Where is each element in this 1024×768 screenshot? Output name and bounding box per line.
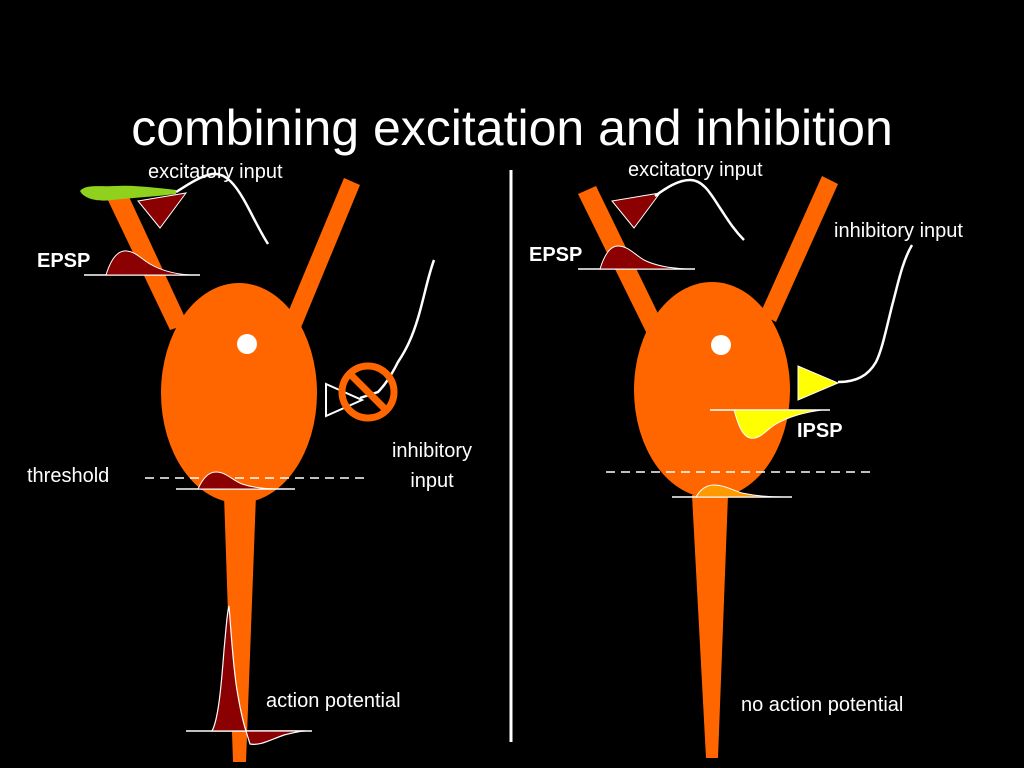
no-action-potential-label: no action potential (741, 694, 904, 716)
slide-title: combining excitation and inhibition (131, 100, 893, 156)
left-epsp-label: EPSP (37, 250, 91, 272)
left-inhibitory-label-line2: input (410, 470, 454, 492)
right-nucleus (711, 335, 731, 355)
left-inhibitory-fiber (359, 259, 436, 400)
right-excitatory-label: excitatory input (628, 159, 763, 181)
right-excitatory-fiber (654, 178, 745, 241)
right-soma (634, 282, 790, 498)
left-excitatory-axon (80, 185, 176, 201)
left-excitatory-synapse (137, 192, 188, 229)
left-soma (161, 283, 317, 503)
left-epsp-waveform (105, 250, 191, 276)
left-inhibitory-label-line1: inhibitory (391, 440, 473, 462)
right-inhibitory-fiber (837, 244, 914, 384)
right-epsp-waveform (599, 245, 687, 270)
left-excitatory-fiber (175, 172, 270, 245)
right-hillock-psp (695, 484, 785, 498)
left-nucleus (237, 334, 257, 354)
left-neuron (80, 172, 436, 762)
threshold-label: threshold (27, 465, 110, 487)
prohibition-icon (338, 362, 398, 422)
right-epsp-label: EPSP (529, 244, 583, 266)
left-dendrite-right (284, 178, 360, 330)
right-neuron (578, 176, 914, 758)
right-axon (692, 495, 728, 758)
left-action-potential (210, 605, 306, 745)
action-potential-label: action potential (266, 690, 401, 712)
right-inhibitory-label: inhibitory input (834, 220, 963, 242)
left-hillock-epsp (197, 471, 281, 490)
right-excitatory-synapse (611, 192, 662, 229)
right-dendrite-right (760, 176, 838, 322)
right-ipsp-waveform (733, 409, 823, 439)
ipsp-label: IPSP (797, 420, 843, 442)
left-dendrite-left (105, 186, 188, 330)
right-inhibitory-synapse (797, 365, 840, 401)
left-excitatory-label: excitatory input (148, 161, 283, 183)
